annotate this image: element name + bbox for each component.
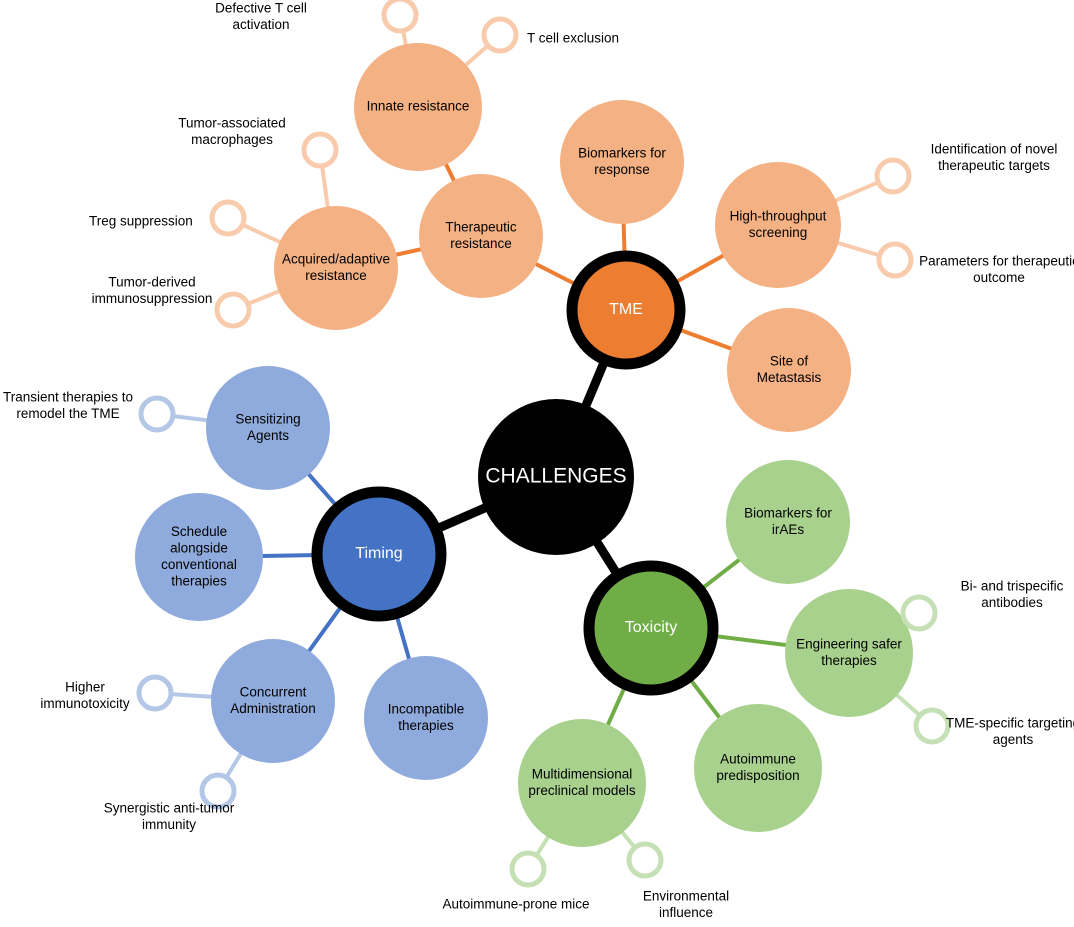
node-sensitizing-agents-circle: [206, 366, 330, 490]
leaf-tme-specific-targeting-agents-ring: [913, 707, 951, 745]
node-acquired-adaptive-resistance-circle: [274, 206, 398, 330]
hub-node-timing-label: Timing: [355, 545, 402, 562]
node-multidimensional-preclinical-models-circle: [518, 719, 646, 847]
leaf-bi-trispecific-antibodies-ring: [900, 594, 938, 632]
leaf-treg-suppression-ring: [209, 199, 247, 237]
node-biomarkers-for-response-circle: [560, 100, 684, 224]
hub-node-timing-circle: [311, 486, 447, 622]
leaf-synergistic-anti-tumor-immunity-ring: [199, 772, 237, 810]
leaf-tumor-associated-macrophages-ring: [301, 131, 339, 169]
hub-node-tme-label: TME: [609, 301, 643, 318]
leaf-treg-suppression-label: Treg suppression: [89, 214, 193, 229]
leaf-t-cell-exclusion-label: T cell exclusion: [527, 31, 619, 46]
node-site-of-metastasis-circle: [727, 308, 851, 432]
hub-node-timing: Timing: [311, 486, 447, 622]
node-concurrent-administration-circle: [211, 639, 335, 763]
hub-node-toxicity: Toxicity: [583, 560, 719, 696]
hub-node-tme-circle: [566, 250, 686, 370]
node-autoimmune-predisposition-circle: [694, 704, 822, 832]
leaf-environmental-influence-ring: [626, 841, 664, 879]
center-node-challenges-label: CHALLENGES: [485, 465, 626, 488]
node-engineering-safer-therapies-circle: [785, 589, 913, 717]
node-biomarkers-for-iraes-circle: [726, 460, 850, 584]
hub-node-tme: TME: [566, 250, 686, 370]
hub-node-toxicity-circle: [583, 560, 719, 696]
leaf-higher-immunotoxicity-ring: [136, 674, 174, 712]
leaf-parameters-therapeutic-outcome-ring: [876, 241, 914, 279]
center-node-challenges-circle: [478, 399, 634, 555]
node-innate-resistance: Innate resistance: [354, 43, 482, 171]
leaf-identification-novel-targets-ring: [874, 157, 912, 195]
center-node-challenges: CHALLENGES: [478, 399, 634, 555]
node-innate-resistance-circle: [354, 43, 482, 171]
leaf-autoimmune-prone-mice-label: Autoimmune-prone mice: [442, 897, 589, 912]
leaf-defective-t-cell-activation-ring: [381, 0, 419, 34]
leaf-transient-therapies-ring: [138, 395, 176, 433]
node-incompatible-therapies-circle: [364, 656, 488, 780]
node-innate-resistance-label: Innate resistance: [367, 99, 470, 114]
leaf-t-cell-exclusion-ring: [481, 16, 519, 54]
node-therapeutic-resistance-circle: [419, 174, 543, 298]
leaf-tumor-derived-immunosuppression-ring: [214, 291, 252, 329]
node-high-throughput-screening-circle: [715, 162, 841, 288]
hub-node-toxicity-label: Toxicity: [625, 619, 677, 636]
leaf-autoimmune-prone-mice-ring: [509, 850, 547, 888]
node-schedule-alongside-conventional-circle: [135, 493, 263, 621]
